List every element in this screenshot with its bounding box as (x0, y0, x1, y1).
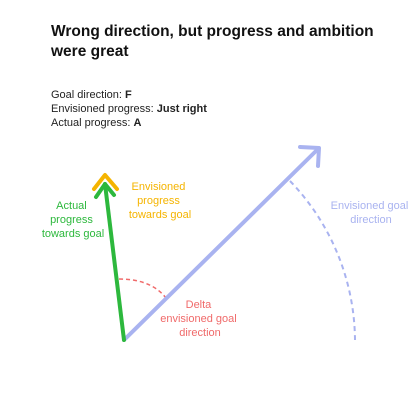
delta-label: Delta envisioned goal direction (160, 299, 240, 339)
goal-direction-value: F (124, 89, 132, 101)
actual-progress-shaft (103, 182, 126, 342)
envisioned-direction-arc (289, 180, 356, 341)
envisioned-direction-arrowhead (298, 145, 321, 168)
envisioned-progress-label: Envisioned progress towards goal (129, 181, 191, 221)
info-block: Goal direction: F Envisioned progress: J… (51, 88, 207, 130)
envisioned-direction-label: Envisioned goal direction (331, 200, 412, 226)
envisioned-direction-shaft (122, 147, 320, 342)
page-title: Wrong direction, but progress and ambiti… (51, 23, 374, 60)
envisioned-progress-label: Envisioned progress: (51, 103, 157, 115)
actual-progress-arrowhead (94, 182, 116, 199)
envisioned-direction-arrow (122, 145, 321, 342)
actual-progress-arrow (94, 182, 126, 342)
goal-direction-label: Goal direction: (51, 89, 125, 101)
actual-progress-row: Actual progress: A (51, 116, 207, 130)
envisioned-progress-arrowhead (92, 173, 119, 191)
envisioned-progress-row: Envisioned progress: Just right (51, 102, 207, 116)
goal-direction-row: Goal direction: F (51, 88, 207, 102)
actual-progress-label: Actual progress towards goal (42, 200, 104, 240)
envisioned-progress-value: Just right (156, 103, 207, 115)
delta-arc (118, 278, 167, 299)
actual-progress-label: Actual progress: (51, 117, 134, 129)
actual-progress-value: A (133, 117, 142, 129)
